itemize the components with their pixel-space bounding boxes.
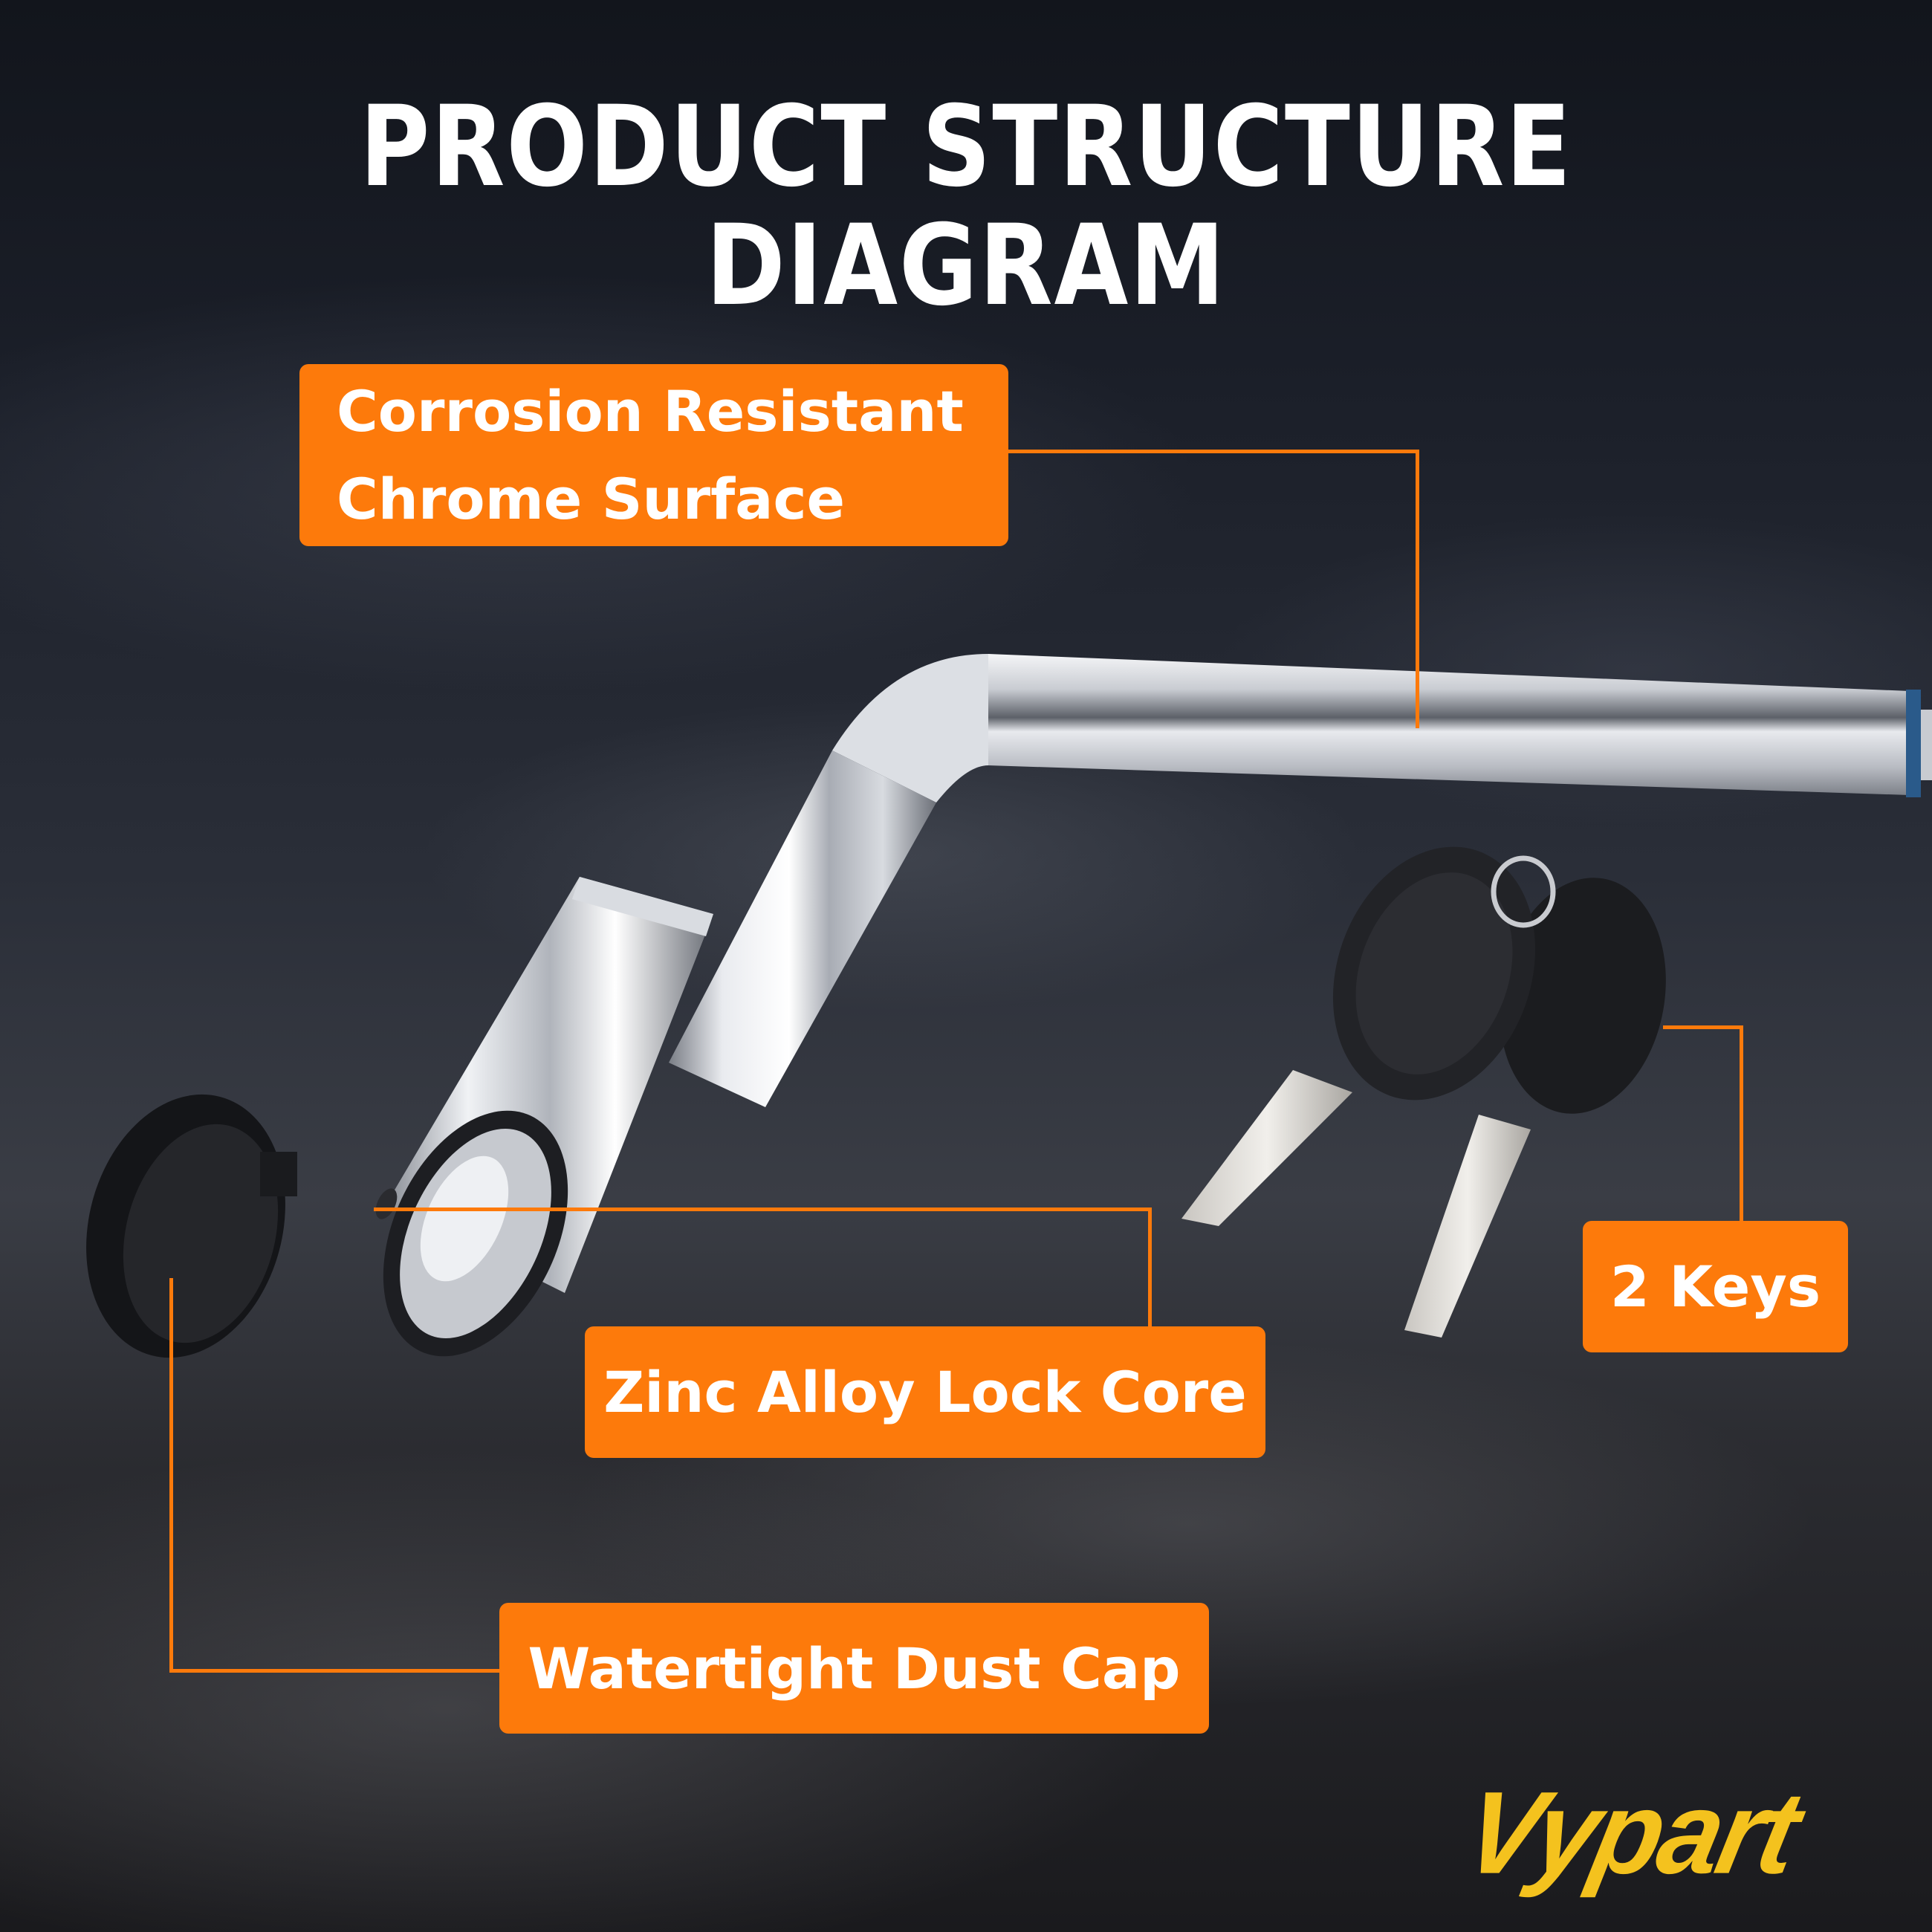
brand-logo: Vypart — [1453, 1766, 1809, 1899]
connector-core-h — [374, 1208, 1152, 1211]
page-title: PRODUCT STRUCTURE DIAGRAM — [359, 82, 1573, 331]
callout-keys: 2 Keys — [1583, 1221, 1848, 1352]
dust-cap — [86, 1094, 297, 1358]
connector-cap-v — [169, 1278, 173, 1673]
callout-lock-core: Zinc Alloy Lock Core — [585, 1326, 1265, 1458]
callout-keys-label: 2 Keys — [1610, 1254, 1821, 1320]
callout-chrome-line1: Corrosion Resistant — [337, 377, 964, 444]
connector-chrome-h — [1008, 450, 1419, 453]
callout-core-label: Zinc Alloy Lock Core — [603, 1359, 1247, 1425]
connector-chrome-v — [1416, 450, 1419, 728]
connector-cap-h — [169, 1669, 499, 1673]
keyhole — [375, 1188, 398, 1219]
callout-chrome-line2: Chrome Surface — [337, 465, 846, 532]
connector-keys-h — [1663, 1025, 1743, 1029]
connector-core-v — [1148, 1208, 1152, 1326]
connector-keys-v — [1740, 1025, 1743, 1221]
callout-chrome-surface: Corrosion Resistant Chrome Surface — [299, 364, 1008, 546]
callout-dust-cap: Watertight Dust Cap — [499, 1603, 1209, 1734]
keys — [1181, 846, 1666, 1338]
callout-cap-label: Watertight Dust Cap — [528, 1635, 1181, 1702]
pin-shaft — [669, 654, 1932, 1107]
lock-barrel — [375, 877, 713, 1357]
